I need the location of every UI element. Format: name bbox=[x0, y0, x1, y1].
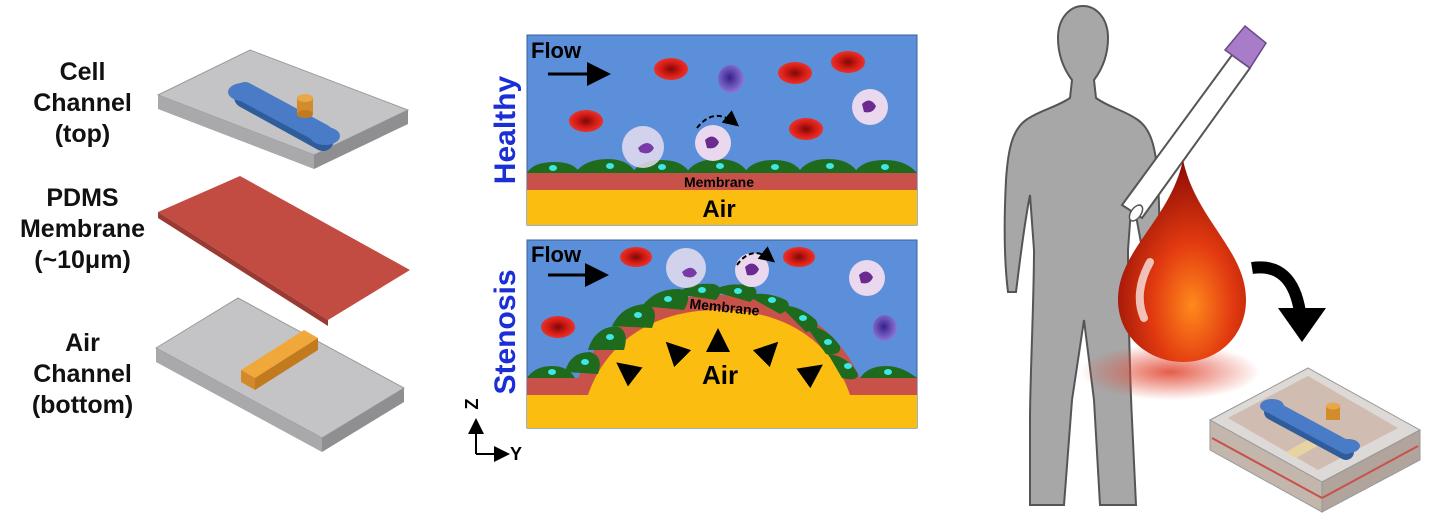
stenosis-monocyte bbox=[873, 315, 897, 341]
healthy-side-label: Healthy bbox=[489, 76, 522, 185]
z-axis-label: Z bbox=[462, 399, 482, 410]
cell-channel-label: Cell Channel (top) bbox=[0, 57, 165, 150]
air-channel-shape bbox=[241, 330, 318, 390]
healthy-rolling-arrow bbox=[696, 110, 740, 129]
inlet-port bbox=[297, 94, 313, 118]
pdms-membrane-label: PDMS Membrane (~10μm) bbox=[0, 183, 165, 276]
healthy-monocyte bbox=[718, 65, 744, 93]
cell-channel-label-line1: Cell bbox=[59, 58, 106, 86]
air-channel-label-line3: (bottom) bbox=[31, 391, 134, 419]
air-channel-slab bbox=[154, 297, 406, 452]
stenosis-membrane-label: Membrane bbox=[689, 295, 761, 318]
pdms-membrane-label-line3: (~10μm) bbox=[34, 246, 131, 274]
pdms-membrane-label-line1: PDMS bbox=[46, 184, 119, 212]
blood-drop bbox=[1118, 160, 1246, 362]
cell-channel-label-line3: (top) bbox=[54, 120, 111, 148]
healthy-panel: Flow Membrane Air bbox=[526, 34, 918, 226]
stenosis-red-blood-cells bbox=[541, 247, 815, 338]
blood-tube bbox=[1120, 24, 1267, 222]
curved-arrow bbox=[1251, 261, 1306, 314]
y-axis-label: Y bbox=[510, 444, 522, 464]
healthy-membrane-label: Membrane bbox=[684, 174, 754, 190]
pdms-membrane-label-line2: Membrane bbox=[19, 215, 146, 243]
zy-axis-indicator bbox=[468, 418, 510, 462]
healthy-flow-label: Flow bbox=[531, 38, 582, 63]
healthy-air-label: Air bbox=[702, 196, 735, 223]
stenosis-side-label: Stenosis bbox=[489, 269, 522, 394]
stenosis-flow-label: Flow bbox=[531, 242, 582, 267]
pressure-arrows bbox=[616, 328, 823, 389]
blood-glow bbox=[1080, 344, 1260, 400]
air-channel-label: Air Channel (bottom) bbox=[0, 328, 165, 421]
cell-channel-label-line2: Channel bbox=[33, 89, 132, 117]
stenosis-rolling-arrow bbox=[736, 246, 776, 266]
air-channel-label-line1: Air bbox=[65, 329, 100, 357]
microfluidic-device bbox=[1208, 367, 1422, 513]
healthy-leukocytes bbox=[622, 89, 888, 168]
stenosis-air-label: Air bbox=[702, 360, 738, 390]
air-channel-label-line2: Channel bbox=[33, 360, 132, 388]
cell-channel-shape bbox=[228, 82, 340, 151]
healthy-red-blood-cells bbox=[569, 51, 865, 140]
stenosis-air-dome bbox=[588, 310, 850, 395]
pdms-membrane-sheet bbox=[158, 176, 410, 326]
stenosis-panel: Flow Membrane Air bbox=[526, 239, 918, 429]
